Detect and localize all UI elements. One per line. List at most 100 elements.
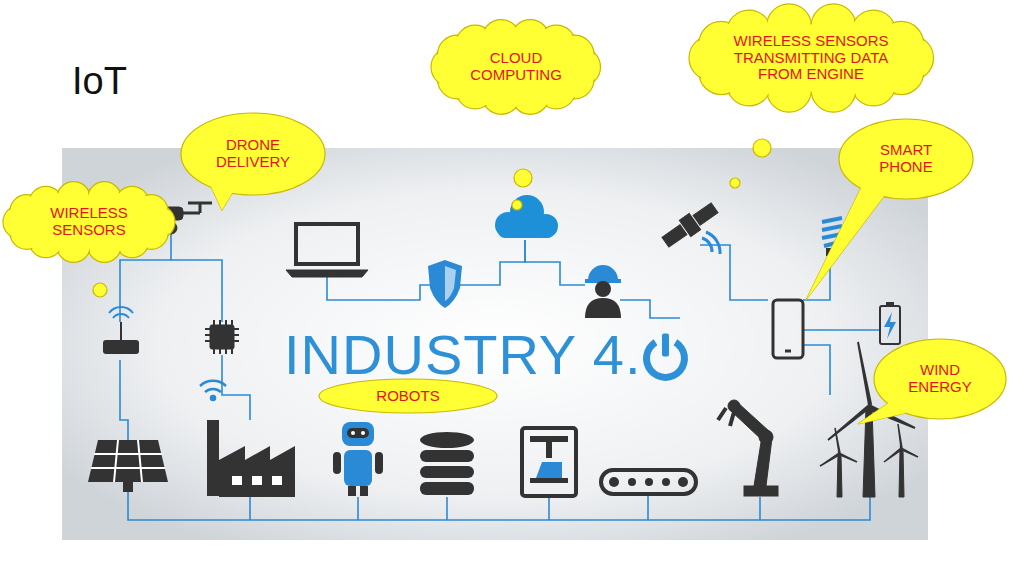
wifi-symbol bbox=[200, 381, 226, 392]
battery-icon bbox=[886, 302, 894, 306]
smartphone-icon bbox=[773, 300, 803, 358]
conveyor-icon bbox=[678, 477, 688, 487]
network-wire bbox=[458, 240, 525, 285]
factory-icon bbox=[232, 476, 242, 485]
chip-icon bbox=[205, 320, 239, 354]
network-wire bbox=[803, 329, 880, 331]
cloud-body bbox=[19, 197, 159, 247]
wifi-symbol bbox=[211, 396, 215, 400]
solar-panel-icon bbox=[88, 440, 168, 492]
robot-icon bbox=[360, 486, 368, 496]
network-wire bbox=[620, 300, 680, 318]
callout-label: CLOUD COMPUTING bbox=[461, 50, 571, 84]
robot-icon bbox=[348, 486, 356, 496]
callout-text-box: SMART PHONE bbox=[838, 118, 974, 200]
conveyor-icon bbox=[601, 470, 696, 494]
network-wire bbox=[357, 497, 359, 520]
factory-icon bbox=[252, 476, 262, 485]
laptop-icon bbox=[286, 270, 368, 277]
shield-icon bbox=[428, 260, 462, 308]
wind-turbine-icon bbox=[884, 424, 918, 462]
laptop-icon bbox=[286, 224, 368, 277]
background-panel bbox=[62, 148, 928, 540]
database-icon bbox=[420, 432, 474, 448]
wind-turbine-icon bbox=[899, 450, 904, 497]
factory-icon bbox=[207, 420, 219, 496]
robot-arm-icon bbox=[759, 430, 773, 444]
robot-icon bbox=[342, 422, 374, 446]
3d-printer-icon bbox=[546, 442, 552, 458]
worker-icon bbox=[585, 265, 621, 318]
network-wire bbox=[700, 245, 768, 300]
robot-arm-icon bbox=[718, 408, 734, 426]
network-wire bbox=[120, 360, 128, 440]
cloud-icon bbox=[498, 224, 554, 238]
solar-panel-icon bbox=[91, 440, 165, 482]
callout-bubble: WIRELESS SENSORS TRANSMITTING DATA FROM … bbox=[688, 2, 935, 114]
robot-icon bbox=[333, 452, 341, 474]
power-symbol bbox=[662, 333, 669, 356]
3d-printer-icon bbox=[530, 478, 568, 483]
callout-text-box: CLOUD COMPUTING bbox=[430, 18, 602, 116]
robot-icon bbox=[333, 422, 383, 496]
3d-printer-icon bbox=[522, 428, 576, 496]
cloud-body bbox=[710, 24, 912, 91]
callout-ellipse bbox=[181, 113, 325, 195]
network-wire bbox=[759, 497, 761, 520]
solar-panel-icon bbox=[123, 482, 133, 492]
factory-icon bbox=[272, 476, 282, 485]
chip-icon bbox=[205, 320, 239, 354]
satellite-icon bbox=[693, 203, 718, 225]
satellite-icon bbox=[662, 225, 687, 247]
router-icon bbox=[120, 322, 122, 340]
callout-text-box: DRONE DELIVERY bbox=[180, 112, 326, 196]
3d-printer-icon bbox=[536, 462, 562, 478]
3d-printer-icon bbox=[530, 436, 568, 442]
robot-arm-icon bbox=[744, 486, 778, 496]
conveyor-icon bbox=[662, 478, 670, 486]
network-wire bbox=[222, 355, 250, 420]
thought-bubble-dot bbox=[730, 178, 740, 188]
robot-icon bbox=[351, 431, 355, 435]
shield-icon bbox=[428, 260, 462, 308]
robot-icon bbox=[347, 428, 369, 438]
thought-bubble-dot bbox=[512, 200, 522, 210]
power-symbol bbox=[643, 333, 688, 381]
banner-text: INDUSTRY 4. bbox=[284, 322, 641, 387]
solar-panel-icon bbox=[88, 440, 168, 482]
callout-bubble: DRONE DELIVERY bbox=[180, 112, 326, 196]
callout-bubble: CLOUD COMPUTING bbox=[430, 18, 602, 116]
drone-icon bbox=[199, 203, 202, 213]
database-icon bbox=[420, 482, 474, 495]
satellite-icon bbox=[660, 200, 721, 254]
network-wire bbox=[525, 240, 585, 285]
satellite-icon bbox=[679, 213, 700, 236]
database-icon bbox=[420, 450, 474, 462]
cloud-body bbox=[450, 38, 582, 97]
3d-printer-icon bbox=[522, 428, 576, 496]
robot-icon bbox=[375, 452, 383, 474]
worker-icon bbox=[595, 281, 611, 297]
callout-ellipse bbox=[839, 119, 973, 199]
network-wire bbox=[120, 260, 171, 322]
conveyor-icon bbox=[609, 477, 688, 487]
cloud-icon bbox=[495, 195, 558, 238]
wifi-symbol bbox=[200, 381, 226, 400]
satellite-icon bbox=[660, 200, 721, 251]
wind-turbine-icon bbox=[837, 455, 842, 497]
battery-icon bbox=[880, 306, 900, 344]
network-wire bbox=[446, 497, 448, 520]
page-title: IoT bbox=[72, 60, 127, 103]
satellite-icon bbox=[706, 232, 720, 254]
router-icon bbox=[103, 340, 139, 354]
callout-text-box: WIRELESS SENSORS TRANSMITTING DATA FROM … bbox=[688, 2, 935, 114]
router-icon bbox=[103, 307, 139, 354]
conveyor-icon bbox=[645, 478, 653, 486]
callout-text-box: WIND ENERGY bbox=[873, 338, 1007, 420]
smartphone-icon bbox=[785, 350, 791, 353]
factory-icon bbox=[207, 420, 295, 497]
callout-bubble: WIRELESS SENSORS bbox=[2, 180, 176, 264]
thought-bubble-dot bbox=[514, 169, 532, 187]
router-icon bbox=[109, 307, 133, 318]
